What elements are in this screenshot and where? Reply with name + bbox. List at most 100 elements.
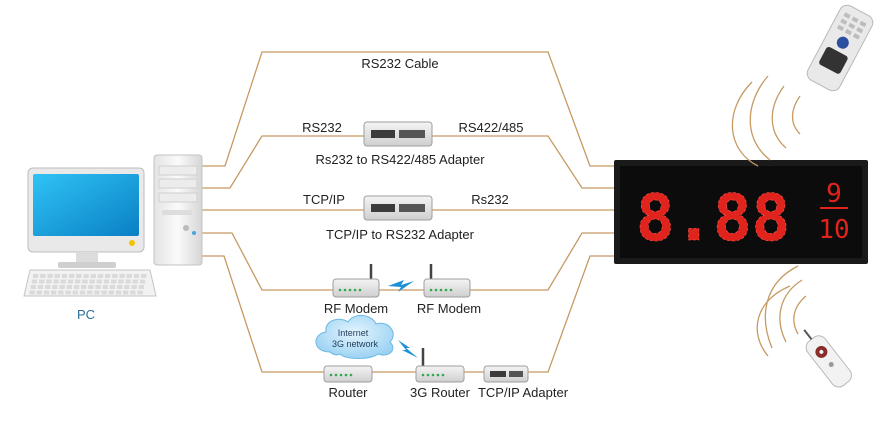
keyboard-key: [103, 279, 110, 284]
cloud-line2-label: 3G network: [332, 339, 379, 349]
tcpip-to-rs232-adapter-label: TCP/IP to RS232 Adapter: [326, 227, 475, 242]
display-digits: 8.88: [636, 182, 790, 256]
wire-rs232-cable: [200, 51, 614, 167]
rs232-cable-label: RS232 Cable: [361, 56, 438, 71]
keyboard-key: [59, 285, 65, 289]
cloud-line1-label: Internet: [338, 328, 369, 338]
keyboard-key: [115, 290, 122, 295]
keyboard-key: [133, 274, 140, 278]
keyboard-key: [123, 290, 129, 295]
led-scoreboard-display: 8.88 9 10: [614, 160, 868, 264]
monitor-screen: [33, 174, 139, 236]
keyboard-key: [43, 290, 50, 295]
keyboard-key: [60, 279, 66, 284]
keyboard-key: [109, 285, 116, 289]
rs232-to-rs422-adapter-label: Rs232 to RS422/485 Adapter: [315, 152, 485, 167]
keyboard-key: [87, 290, 93, 295]
tcpip-adapter-device: [483, 365, 529, 383]
keyboard-key: [139, 279, 146, 284]
keyboard-key: [138, 285, 144, 289]
display-fraction-bottom: 10: [818, 215, 849, 245]
wireless-signal-icon: [388, 280, 414, 292]
keyboard-key: [79, 290, 86, 295]
keyboard-key: [54, 274, 60, 278]
keyboard-key: [95, 285, 101, 289]
keyboard-key: [130, 290, 136, 295]
wireless-remote-small-icon: [803, 329, 852, 388]
keyboard-key: [45, 285, 51, 289]
router-device: [323, 365, 373, 383]
keyboard-key: [141, 274, 147, 278]
3g-router-label: 3G Router: [410, 385, 471, 400]
keyboard-key: [40, 274, 46, 278]
wire-rf-route: [200, 232, 614, 291]
rf-modem-right-label: RF Modem: [417, 301, 481, 316]
keyboard-key: [125, 279, 131, 284]
keyboard-key: [131, 285, 137, 289]
keyboard-key: [66, 285, 72, 289]
keyboard-key: [96, 279, 102, 284]
keyboard-key: [124, 285, 130, 289]
keyboard-key: [94, 290, 100, 295]
rs232-label: RS232: [302, 120, 342, 135]
keyboard-key: [30, 285, 36, 289]
power-led-icon: [129, 240, 135, 246]
keyboard-key: [33, 274, 39, 278]
tcpip-label: TCP/IP: [303, 192, 345, 207]
keyboard-key: [118, 279, 124, 284]
keyboard-key: [82, 279, 88, 284]
keyboard-key: [52, 285, 58, 289]
keyboard-key: [29, 290, 35, 295]
keyboard-key: [126, 274, 132, 278]
keyboard-key: [47, 274, 53, 278]
keyboard-key: [61, 274, 68, 278]
wire-router-route: [200, 255, 614, 373]
keyboard-key: [88, 285, 94, 289]
keyboard-key: [89, 279, 95, 284]
keyboard-key: [73, 285, 80, 289]
rs232-right-label: Rs232: [471, 192, 509, 207]
keyboard-key: [112, 274, 118, 278]
internet-cloud-icon: Internet 3G network: [315, 315, 394, 359]
keyboard-key: [51, 290, 57, 295]
3g-signal-icon: [398, 340, 418, 358]
keyboard-key: [83, 274, 89, 278]
keyboard-key: [108, 290, 114, 295]
keyboard-key: [31, 279, 38, 284]
rf-modem-left-label: RF Modem: [324, 301, 388, 316]
rs422-485-label: RS422/485: [458, 120, 523, 135]
bottom-signal-waves: [756, 265, 807, 357]
keyboard-key: [137, 290, 143, 295]
keyboard-key: [90, 274, 96, 278]
monitor-base: [58, 262, 116, 268]
3g-router-device: [415, 348, 465, 383]
keyboard-key: [39, 279, 45, 284]
keyboard-key: [46, 279, 52, 284]
keyboard-key: [132, 279, 138, 284]
keyboard-key: [97, 274, 104, 278]
monitor-stand: [76, 252, 98, 264]
keyboard-key: [67, 279, 74, 284]
top-signal-waves: [731, 75, 801, 167]
wireless-remote-keypad-icon: [806, 4, 874, 92]
keyboard-key: [72, 290, 78, 295]
keyboard-key: [65, 290, 71, 295]
display-fraction-top: 9: [826, 179, 842, 209]
display-panel: [620, 166, 862, 258]
keyboard-key: [69, 274, 75, 278]
keyboard-key: [105, 274, 111, 278]
tcpip-to-rs232-adapter-device: [363, 195, 433, 221]
keyboard-key: [37, 285, 44, 289]
router-label: Router: [328, 385, 368, 400]
keyboard-icon: [23, 269, 157, 297]
pc-label: PC: [77, 307, 95, 322]
rf-modem-left-device: [332, 264, 380, 298]
keyboard-key: [53, 279, 59, 284]
keyboard-key: [75, 279, 81, 284]
keyboard-key: [102, 285, 108, 289]
pc-computer: PC: [23, 154, 203, 322]
tcpip-adapter-label: TCP/IP Adapter: [478, 385, 569, 400]
keyboard-key: [36, 290, 42, 295]
rf-modem-right-device: [423, 264, 471, 298]
